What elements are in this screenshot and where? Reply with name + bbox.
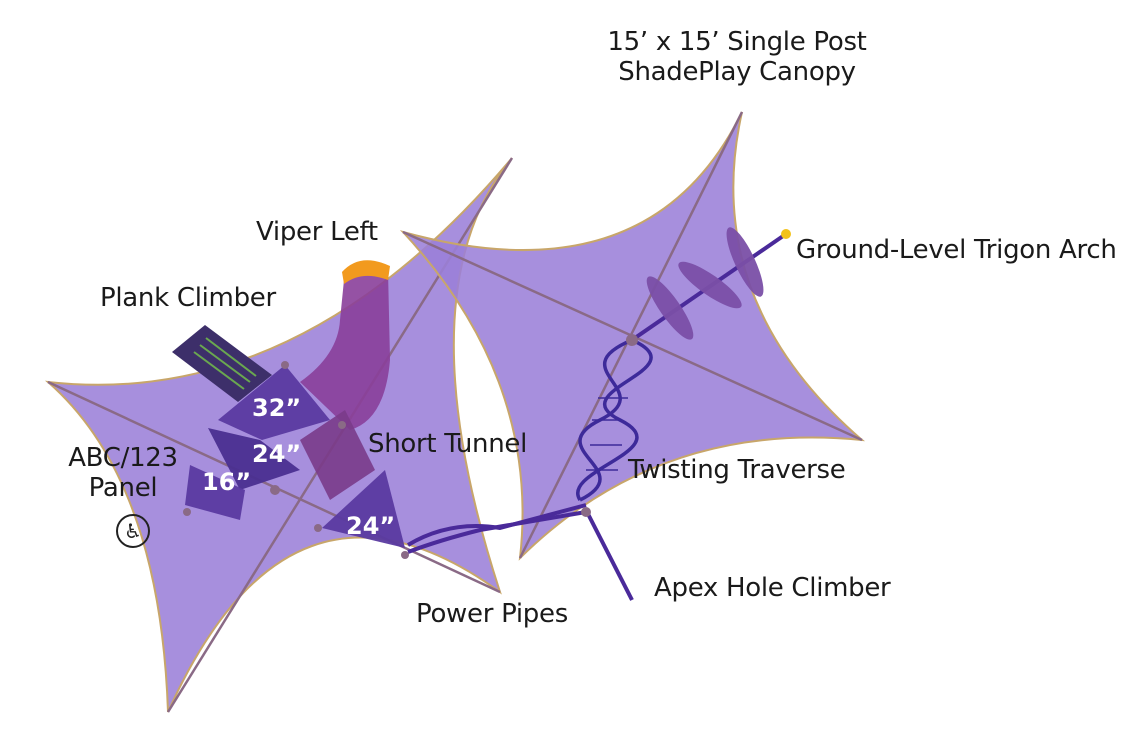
ground-arch-label: Ground-Level Trigon Arch (796, 235, 1117, 265)
viper-left-label: Viper Left (256, 217, 378, 247)
plank-climber (172, 325, 272, 402)
twisting-traverse (576, 338, 653, 502)
abc-panel-line2: Panel (88, 472, 158, 503)
post-hubs (183, 334, 638, 559)
abc-panel-label: ABC/123 Panel (58, 443, 188, 504)
canopy-label-line2: ShadePlay Canopy (618, 56, 856, 87)
deck-32-label: 32” (252, 394, 302, 422)
abc-panel-line1: ABC/123 (68, 443, 178, 473)
power-pipes-label: Power Pipes (416, 599, 568, 629)
deck-structure (185, 365, 405, 548)
wheelchair-icon: ♿ (116, 514, 150, 548)
ground-level-trigon-arch (630, 227, 791, 342)
twisting-traverse-label: Twisting Traverse (628, 455, 846, 485)
canopy-label-line1: 15’ x 15’ Single Post (607, 27, 867, 57)
short-tunnel (300, 410, 375, 500)
viper-slide (300, 260, 390, 430)
plank-climber-label: Plank Climber (100, 283, 276, 313)
apex-hole-climber (584, 509, 634, 601)
canopy-label: 15’ x 15’ Single Post ShadePlay Canopy (592, 27, 882, 88)
power-pipes (406, 503, 587, 554)
deck-24-lower-label: 24” (346, 512, 396, 540)
apex-hole-climber-label: Apex Hole Climber (654, 573, 891, 603)
deck-16-label: 16” (202, 468, 252, 496)
short-tunnel-label: Short Tunnel (368, 429, 528, 459)
deck-24-upper-label: 24” (252, 440, 302, 468)
